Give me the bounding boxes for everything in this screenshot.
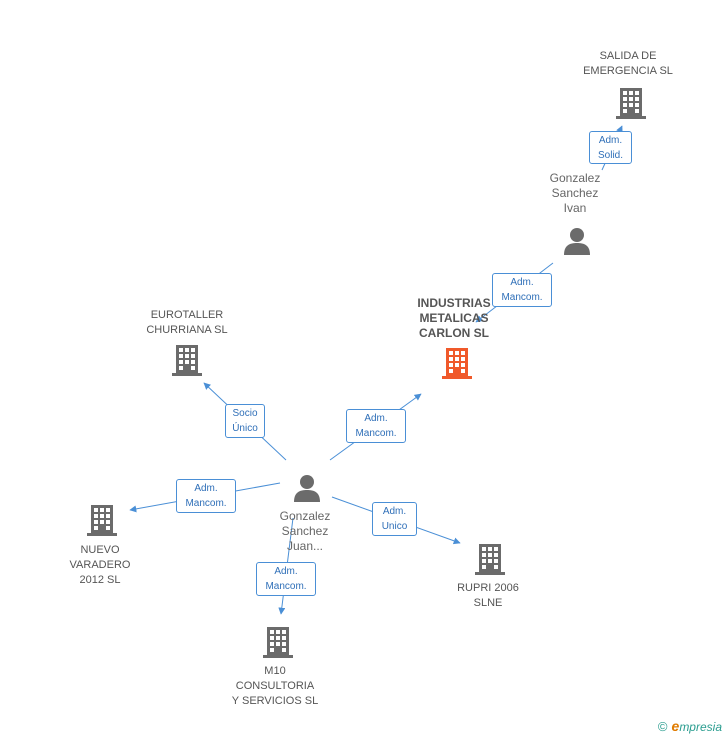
building-icon[interactable] xyxy=(261,625,295,659)
company-label-m10[interactable]: M10 CONSULTORIA Y SERVICIOS SL xyxy=(231,665,319,707)
copyright-icon: © xyxy=(657,718,668,734)
company-label-rupri[interactable]: RUPRI 2006 SLNE xyxy=(457,582,519,609)
company-label-eurotaller[interactable]: EUROTALLER CHURRIANA SL xyxy=(146,309,228,336)
edge-label-adm-solid[interactable]: Adm. Solid. xyxy=(589,131,632,164)
edge-label-adm-unico[interactable]: Adm. Unico xyxy=(372,502,417,536)
person-icon[interactable] xyxy=(562,226,592,256)
building-icon[interactable] xyxy=(614,86,648,120)
company-label-salida[interactable]: SALIDA DE EMERGENCIA SL xyxy=(583,50,673,77)
person-label-juan[interactable]: Gonzalez Sanchez Juan... xyxy=(279,509,331,553)
edge-label-adm-mancom[interactable]: Adm. Mancom. xyxy=(346,409,406,443)
edge-label-adm-mancom[interactable]: Adm. Mancom. xyxy=(176,479,236,513)
building-icon-focus[interactable] xyxy=(440,346,474,380)
person-label-ivan[interactable]: Gonzalez Sanchez Ivan xyxy=(549,171,601,215)
building-icon[interactable] xyxy=(473,542,507,576)
person-icon[interactable] xyxy=(292,473,322,503)
brand-logo: © empresia xyxy=(658,718,722,734)
building-icon[interactable] xyxy=(170,343,204,377)
edge-label-adm-mancom[interactable]: Adm. Mancom. xyxy=(492,273,552,307)
brand-name: mpresia xyxy=(679,720,722,734)
company-label-nuevo[interactable]: NUEVO VARADERO 2012 SL xyxy=(69,544,131,586)
edge-label-adm-mancom[interactable]: Adm. Mancom. xyxy=(256,562,316,596)
brand-initial: e xyxy=(671,718,680,734)
building-icon[interactable] xyxy=(85,503,119,537)
company-label-industrias[interactable]: INDUSTRIAS METALICAS CARLON SL xyxy=(417,296,491,340)
edge-label-socio-unico[interactable]: Socio Único xyxy=(225,404,265,438)
